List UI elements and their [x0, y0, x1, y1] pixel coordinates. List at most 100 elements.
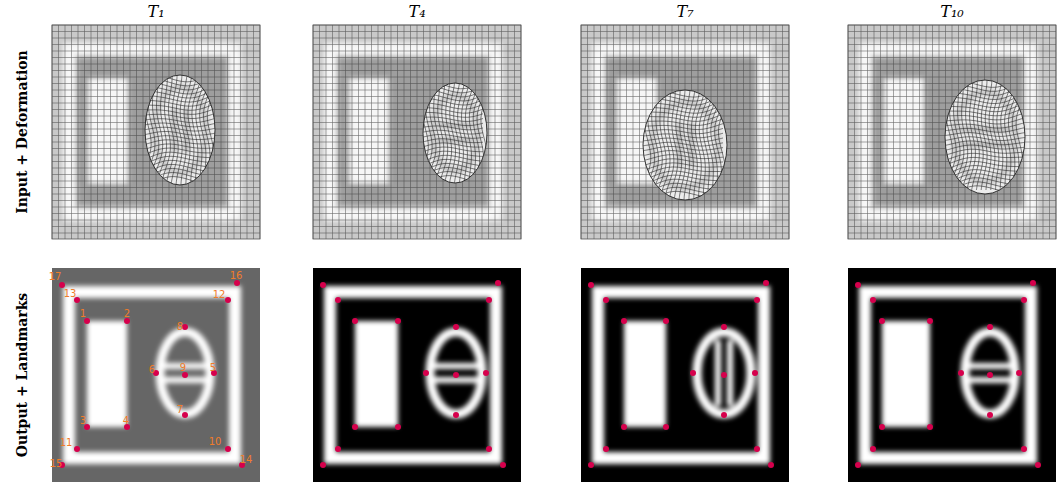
row-title: Input + Deformation	[15, 50, 29, 214]
landmark-dot	[754, 297, 760, 303]
frame-shape	[598, 292, 764, 458]
frame-shape	[865, 292, 1031, 458]
deformation-grid	[52, 25, 260, 239]
bar-shape	[969, 363, 1011, 369]
landmark-dot	[763, 280, 769, 286]
landmark-number: 13	[64, 289, 77, 299]
column-title: T₇	[676, 4, 693, 20]
landmark-dot	[987, 324, 993, 330]
ring-shape	[160, 332, 210, 414]
rectangle-shape	[624, 321, 666, 427]
landmark-dot	[352, 318, 358, 324]
landmark-dot	[453, 324, 459, 330]
landmark-dot	[74, 446, 80, 452]
landmark-dot	[663, 424, 669, 430]
landmark-dot	[768, 462, 774, 468]
landmark-number: 8	[177, 322, 183, 332]
column-title: T₁₀	[940, 4, 964, 20]
landmark-number: 5	[210, 363, 216, 373]
output-panel	[848, 268, 1056, 482]
row-title: Output + Landmarks	[15, 293, 29, 457]
deformation-grid	[848, 25, 1056, 239]
landmark-dot	[690, 370, 696, 376]
landmark-dot	[320, 462, 326, 468]
landmark-dot	[927, 424, 933, 430]
landmark-dot	[335, 297, 341, 303]
landmark-dot	[225, 446, 231, 452]
landmark-dot	[754, 446, 760, 452]
landmark-dot	[483, 370, 489, 376]
landmark-number: 15	[50, 459, 63, 469]
landmark-number: 16	[230, 271, 243, 281]
landmark-dot	[603, 297, 609, 303]
ring-shape	[430, 332, 482, 414]
deformed-region	[635, 85, 734, 205]
bar-shape	[715, 340, 721, 406]
rectangle-shape	[882, 321, 930, 427]
deformed-region	[938, 73, 1031, 199]
landmark-dot	[453, 412, 459, 418]
landmark-dot	[621, 318, 627, 324]
deformation-grid	[313, 25, 521, 239]
column-title: T₄	[408, 4, 425, 20]
landmark-number: 11	[60, 438, 73, 448]
deformed-region	[415, 78, 494, 186]
landmark-dot	[335, 446, 341, 452]
output-panel	[313, 268, 521, 482]
landmark-dot	[1016, 370, 1022, 376]
column-title: T₁	[147, 4, 164, 20]
landmark-dot	[958, 370, 964, 376]
output-panel	[581, 268, 789, 482]
landmark-dot	[395, 318, 401, 324]
landmark-number: 3	[80, 416, 86, 426]
landmark-dot	[1030, 280, 1036, 286]
bar-shape	[434, 363, 478, 369]
landmark-dot	[870, 297, 876, 303]
input-panel	[581, 25, 789, 239]
landmark-number: 10	[209, 437, 222, 447]
landmark-dot	[495, 280, 501, 286]
landmark-dot	[1021, 297, 1027, 303]
rectangle-shape	[355, 321, 398, 427]
landmark-dot	[59, 282, 65, 288]
landmark-dot	[879, 424, 885, 430]
frame-shape	[330, 292, 496, 458]
frame-shape	[69, 292, 235, 458]
landmark-dot	[987, 372, 993, 378]
landmark-number: 17	[49, 272, 62, 282]
output-panel	[52, 268, 260, 482]
ring-shape	[965, 332, 1015, 414]
deformation-grid	[581, 25, 789, 239]
landmark-dot	[225, 297, 231, 303]
rectangle-shape	[87, 321, 127, 427]
landmark-dot	[588, 462, 594, 468]
landmark-dot	[855, 282, 861, 288]
landmark-number: 6	[149, 365, 155, 375]
landmark-dot	[352, 424, 358, 430]
landmark-dot	[870, 446, 876, 452]
landmark-dot	[1035, 462, 1041, 468]
landmark-dot	[879, 318, 885, 324]
landmark-dot	[486, 446, 492, 452]
landmark-dot	[423, 370, 429, 376]
landmark-number: 7	[177, 405, 183, 415]
ring-shape	[697, 332, 751, 414]
landmark-dot	[721, 372, 727, 378]
landmark-dot	[486, 297, 492, 303]
landmark-dot	[453, 372, 459, 378]
landmark-dot	[721, 324, 727, 330]
landmark-dot	[927, 318, 933, 324]
landmark-dot	[855, 462, 861, 468]
landmark-number: 12	[213, 290, 226, 300]
landmark-number: 1	[80, 309, 86, 319]
landmark-dot	[621, 424, 627, 430]
landmark-dot	[987, 412, 993, 418]
input-panel	[52, 25, 260, 239]
landmark-number: 9	[180, 363, 186, 373]
landmark-dot	[395, 424, 401, 430]
landmark-dot	[320, 282, 326, 288]
bar-shape	[727, 340, 733, 406]
landmark-dot	[663, 318, 669, 324]
